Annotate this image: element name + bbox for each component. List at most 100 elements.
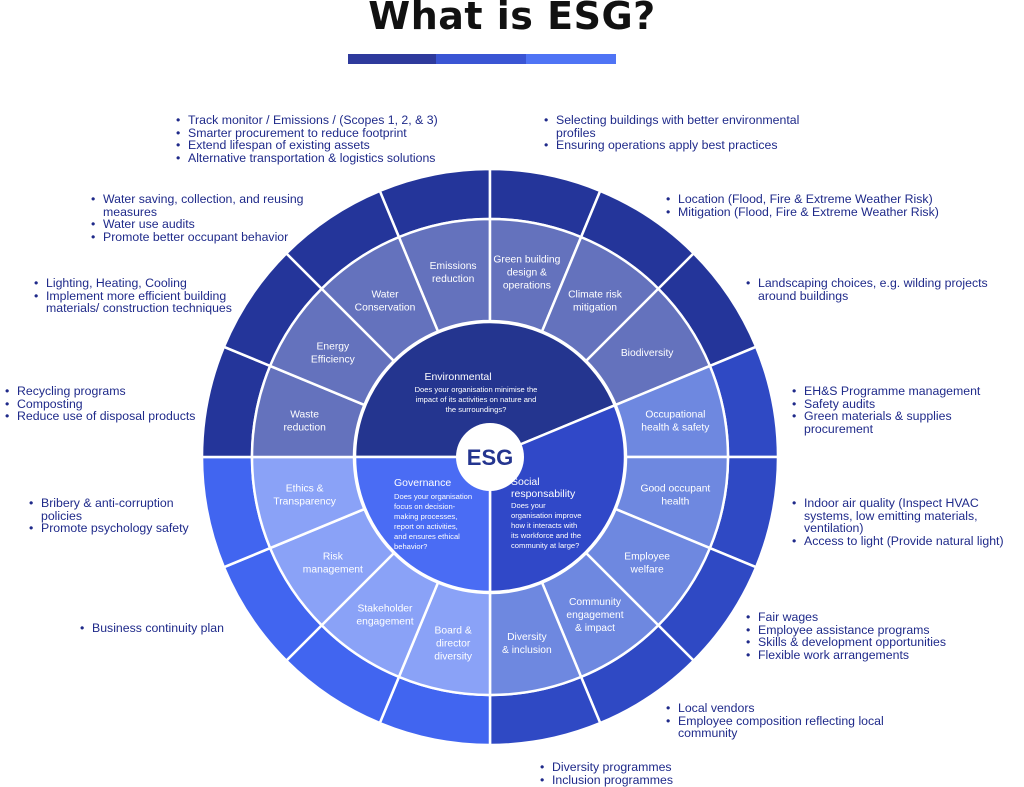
core-env-desc-line: the surroundings?: [446, 405, 507, 414]
note-water: Water saving, collection, and reusing me…: [91, 193, 321, 243]
core-gov-title: Governance: [394, 477, 451, 489]
note-biodiversity: Landscaping choices, e.g. wilding projec…: [746, 277, 1006, 302]
segment-label-line: Occupational: [645, 410, 705, 421]
segment-label: Emissions reduction: [430, 261, 477, 285]
segment-label-line: reduction: [432, 274, 475, 285]
note-item: Ensuring operations apply best practices: [544, 139, 814, 152]
page-title: What is ESG?: [368, 0, 656, 38]
note-ethics: Bribery & anti-corruption policiesPromot…: [29, 497, 199, 535]
note-green-building: Selecting buildings with better environm…: [544, 114, 814, 152]
core-gov-desc-line: Does your organisation: [394, 492, 472, 501]
segment-label-line: Stakeholder: [358, 604, 414, 615]
core-environmental: [353, 320, 617, 459]
title-underline-1: [348, 54, 436, 64]
note-item: Indoor air quality (Inspect HVAC systems…: [792, 497, 1024, 535]
note-item: Extend lifespan of existing assets: [176, 139, 476, 152]
segment-label-line: Energy: [317, 341, 350, 352]
segment-label-line: Emissions: [430, 261, 477, 272]
segment-label: Board & director diversity: [434, 625, 473, 662]
note-item: Composting: [5, 397, 205, 411]
segment-label-line: engagement: [356, 617, 413, 628]
note-item: Employee assistance programs: [746, 623, 1006, 637]
segment-label: Biodiversity: [621, 348, 674, 359]
note-item: Water use audits: [91, 218, 321, 231]
core-soc-desc-line: organisation improve: [511, 511, 582, 520]
core-gov-desc-line: report on activities,: [394, 522, 458, 531]
note-item: Business continuity plan: [80, 622, 280, 635]
note-item: Track monitor / Emissions / (Scopes 1, 2…: [176, 114, 476, 127]
core-social: [488, 403, 627, 594]
segment-label-line: welfare: [630, 565, 664, 576]
note-item: EH&S Programme management: [792, 385, 1024, 398]
note-emissions: Track monitor / Emissions / (Scopes 1, 2…: [176, 114, 476, 164]
segment-label: Employee welfare: [624, 552, 670, 576]
segment-label-line: Employee: [624, 552, 670, 563]
core-soc-desc-line: Does your: [511, 501, 546, 510]
segment-label-line: Good occupant: [640, 483, 710, 494]
core-soc-desc-line: community at large?: [511, 541, 579, 550]
segment-label: Good occupant health: [640, 483, 710, 507]
note-item: Diversity programmes: [540, 761, 740, 774]
segment-label-line: director: [436, 638, 471, 649]
segment-label-line: Risk: [323, 552, 344, 563]
segment-label-line: Green building: [493, 255, 560, 266]
note-occupational: EH&S Programme managementSafety auditsGr…: [792, 385, 1024, 435]
note-item: Reduce use of disposal products: [5, 410, 205, 423]
core-gov-desc-line: making processes,: [394, 512, 457, 521]
segment-label-line: Board &: [435, 625, 472, 636]
segment-label-line: Ethics &: [286, 483, 324, 494]
note-item: Selecting buildings with better environm…: [544, 114, 814, 139]
note-item: Promote better occupant behavior: [91, 230, 321, 244]
note-community: Local vendorsEmployee composition reflec…: [666, 702, 906, 740]
note-energy: Lighting, Heating, CoolingImplement more…: [34, 277, 254, 315]
core-soc-desc-line: how it interacts with: [511, 521, 577, 530]
core-soc-title-line: Social: [511, 476, 540, 488]
note-occupant-health: Indoor air quality (Inspect HVAC systems…: [792, 497, 1024, 547]
note-item: Location (Flood, Fire & Extreme Weather …: [666, 193, 966, 206]
note-item: Implement more efficient building materi…: [34, 289, 254, 315]
core-governance: [353, 455, 492, 594]
core-soc-desc-line: its workforce and the: [511, 531, 581, 540]
segment-label-line: mitigation: [573, 302, 617, 313]
note-item: Inclusion programmes: [540, 773, 740, 787]
note-item: Skills & development opportunities: [746, 636, 1006, 649]
segment-label-line: Biodiversity: [621, 348, 674, 359]
note-item: Promote psychology safety: [29, 522, 199, 535]
segment-label-line: Climate risk: [568, 289, 623, 300]
segment-label-line: Community: [569, 597, 622, 608]
core-gov-desc-line: and ensures ethical: [394, 532, 460, 541]
note-item: Green materials & supplies procurement: [792, 410, 1024, 435]
note-item: Employee composition reflecting local co…: [666, 714, 906, 740]
segment-label-line: engagement: [566, 610, 623, 621]
segment-label: Climate risk mitigation: [568, 289, 623, 313]
note-employee-welfare: Fair wagesEmployee assistance programsSk…: [746, 611, 1006, 661]
segment-label-line: Efficiency: [311, 354, 356, 365]
core-gov-desc-line: behavior?: [394, 542, 427, 551]
segment-label-line: operations: [503, 281, 551, 292]
segment-label: Diversity& inclusion: [502, 632, 552, 656]
note-item: Bribery & anti-corruption policies: [29, 497, 199, 522]
note-item: Landscaping choices, e.g. wilding projec…: [746, 277, 1006, 302]
center-label: ESG: [467, 445, 513, 470]
center-badge: [456, 423, 524, 491]
segment-label-line: Water: [371, 289, 399, 300]
note-item: Access to light (Provide natural light): [792, 534, 1024, 548]
core-env-desc-line: impact of its activities on nature and: [416, 395, 537, 404]
core-soc-title-line: responsability: [511, 488, 576, 500]
segment-label-line: diversity: [434, 651, 473, 662]
note-diversity: Diversity programmesInclusion programmes: [540, 761, 740, 786]
segment-label: Stakeholder engagement: [356, 604, 413, 628]
segment-label-line: health: [661, 496, 689, 507]
segment-label-line: reduction: [283, 423, 326, 434]
